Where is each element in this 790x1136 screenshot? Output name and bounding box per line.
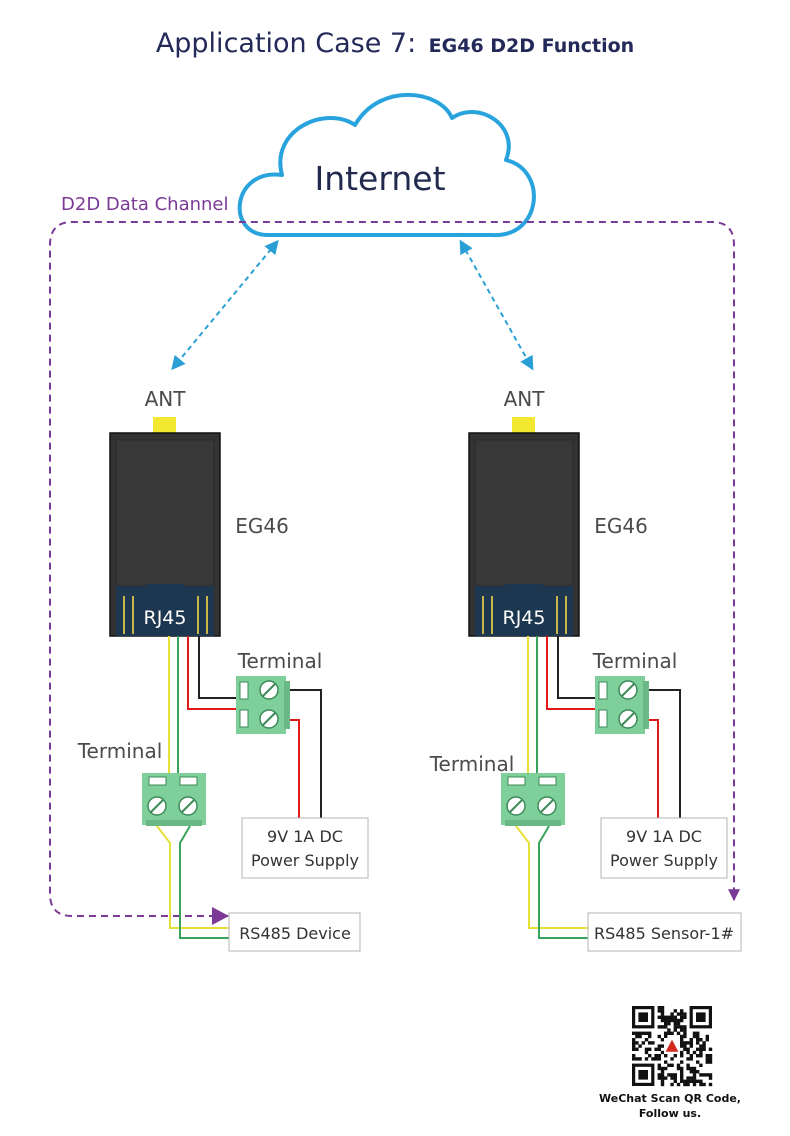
rj45-label: RJ45 [503,607,546,629]
antenna-icon [512,417,535,435]
ant-label: ANT [145,387,187,411]
device-model-label: EG46 [594,514,648,538]
qr-caption-line2: Follow us. [639,1107,701,1120]
internet-cloud-icon [237,92,536,238]
power-supply-line1: 9V 1A DC [626,827,702,846]
terminal-rs485-label: Terminal [429,752,515,776]
rj45-label: RJ45 [144,607,187,629]
internet-label: Internet [314,159,445,198]
qr-caption-line1: WeChat Scan QR Code, [599,1092,741,1105]
internet-link-right [459,239,534,371]
ant-label: ANT [504,387,546,411]
rs485-terminal-icon [142,773,206,826]
rj45-pins [482,596,567,634]
wires [156,636,322,939]
power-supply-box [241,817,369,879]
eg46-unit-left: ANT RJ45 EG46 Terminal [77,387,369,952]
device-model-label: EG46 [235,514,289,538]
power-supply-line1: 9V 1A DC [267,827,343,846]
rs485-terminal-icon [501,773,565,826]
power-supply-line2: Power Supply [251,851,359,870]
d2d-arrow-left-icon [212,907,229,925]
wires [515,636,681,939]
eg46-unit-right: ANT RJ45 EG46 Terminal [429,387,742,952]
antenna-icon [153,417,176,435]
diagram-title: Application Case 7: EG46 D2D Function [156,28,634,59]
power-terminal-icon [236,676,290,734]
d2d-channel-line [49,221,740,917]
internet-link-left [171,239,279,371]
rj45-port-top [505,584,543,590]
d2d-channel-label: D2D Data Channel [61,194,229,215]
rs485-label: RS485 Sensor-1# [594,924,734,943]
title-main: Application Case 7: [156,28,416,59]
rj45-pins [123,596,208,634]
rj45-port-top [146,584,184,590]
terminal-rs485-label: Terminal [77,739,163,763]
qr-code-icon [630,1004,714,1088]
rs485-box [228,912,361,952]
power-supply-line2: Power Supply [610,851,718,870]
power-terminal-icon [595,676,649,734]
device-panel [115,439,215,587]
title-sub: EG46 D2D Function [429,35,635,57]
rs485-box [587,912,742,952]
terminal-power-label: Terminal [592,649,678,673]
power-supply-box [600,817,728,879]
device-panel [474,439,574,587]
rs485-label: RS485 Device [239,924,351,943]
terminal-power-label: Terminal [237,649,323,673]
